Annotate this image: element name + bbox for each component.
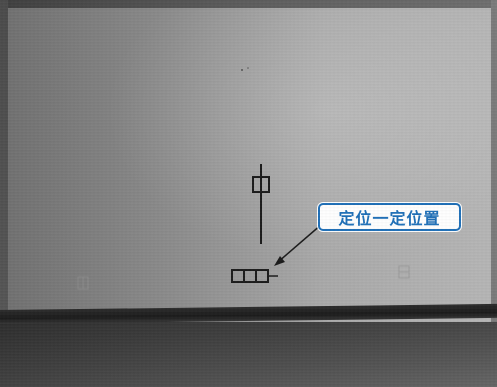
top-border: [0, 0, 497, 8]
wall-speck: [241, 69, 243, 71]
annotation-callout-label: 定位一定位置: [318, 203, 461, 231]
floor-surface: [0, 322, 497, 387]
left-faint-mark: [77, 276, 89, 290]
square-position-marker: [252, 176, 270, 193]
callout-arrowhead: [274, 256, 285, 266]
right-faint-mark: [398, 265, 410, 279]
left-border: [0, 0, 8, 325]
callout-arrow-line: [277, 223, 323, 263]
wall-speck: [247, 67, 249, 69]
horizontal-box-marker: [231, 269, 278, 283]
right-border: [491, 0, 497, 325]
floor-shade: [0, 322, 497, 387]
